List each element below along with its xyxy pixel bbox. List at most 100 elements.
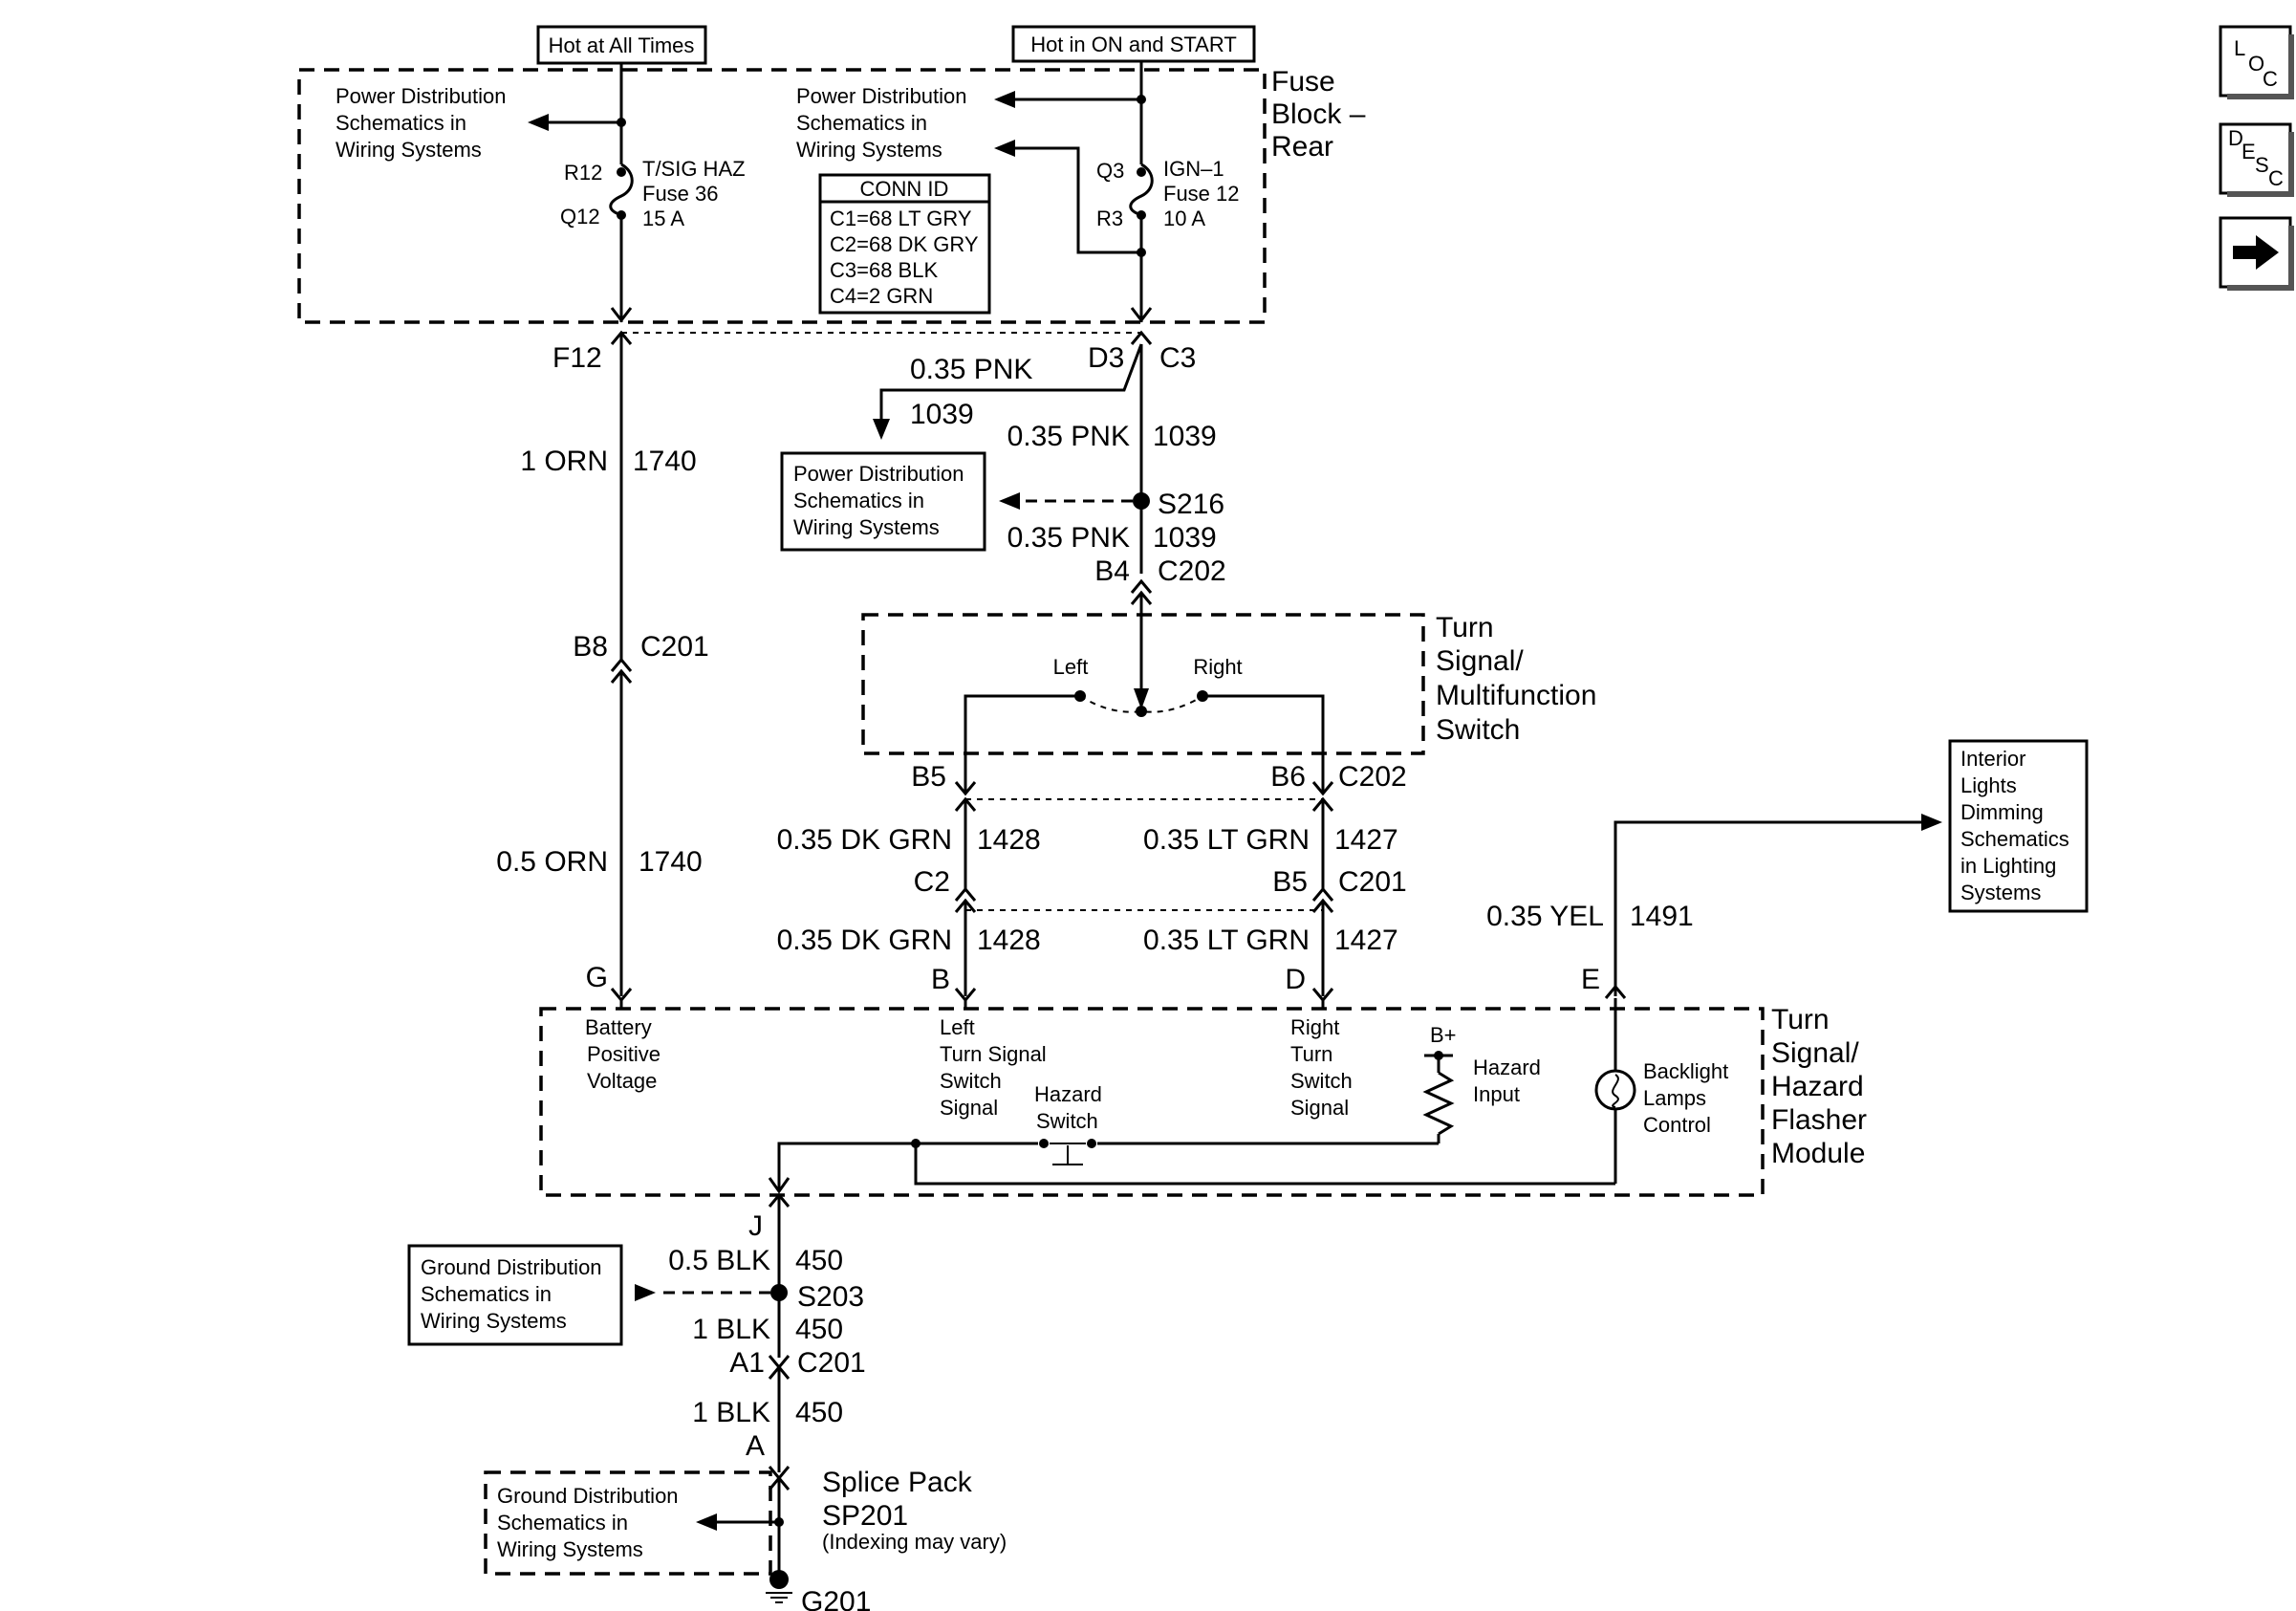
svg-text:1039: 1039 [1153, 522, 1217, 554]
svg-text:Lights: Lights [1960, 773, 2017, 797]
svg-text:S203: S203 [797, 1281, 864, 1313]
arrow-left-icon [994, 140, 1015, 157]
svg-text:1039: 1039 [1153, 421, 1217, 452]
svg-text:C4=2 GRN: C4=2 GRN [830, 284, 933, 308]
arrow-down-icon [1134, 688, 1149, 709]
svg-text:0.5 ORN: 0.5 ORN [496, 846, 608, 878]
svg-text:Turn: Turn [1290, 1042, 1332, 1066]
pin-a1: A1 [729, 1347, 765, 1379]
svg-text:1427: 1427 [1334, 925, 1398, 956]
arrow-left-icon [994, 91, 1015, 108]
svg-text:C2=68 DK GRY: C2=68 DK GRY [830, 232, 979, 256]
svg-text:450: 450 [795, 1397, 843, 1428]
pin-g: G [586, 962, 608, 993]
fuse36-symbol [609, 163, 634, 217]
hot-at-all-times-label: Hot at All Times [536, 25, 707, 65]
connector-c202: C202 [1338, 761, 1407, 793]
svg-text:Fuse: Fuse [1271, 66, 1335, 98]
next-button[interactable] [2219, 216, 2294, 291]
svg-text:Backlight: Backlight [1643, 1059, 1728, 1083]
connector-c201-mid: C201 [1338, 866, 1407, 898]
svg-text:0.35 PNK: 0.35 PNK [1007, 522, 1130, 554]
svg-text:Schematics in: Schematics in [421, 1282, 552, 1306]
svg-text:C1=68 LT GRY: C1=68 LT GRY [830, 207, 972, 230]
fuse12-symbol [1129, 163, 1154, 217]
hot-in-on-start-label: Hot in ON and START [1011, 25, 1256, 63]
splice-s216 [1133, 492, 1150, 510]
svg-text:Switch: Switch [1036, 1109, 1098, 1133]
svg-text:Wiring Systems: Wiring Systems [793, 515, 940, 539]
svg-text:0.35 YEL: 0.35 YEL [1486, 901, 1604, 932]
svg-text:Schematics in: Schematics in [336, 111, 466, 135]
svg-text:Wiring Systems: Wiring Systems [336, 138, 482, 162]
turn-signal-multifunction-switch: Turn Signal/ Multifunction Switch [861, 612, 1596, 755]
hazard-input-label: Hazard Input [1473, 1056, 1541, 1106]
svg-text:1740: 1740 [639, 846, 703, 878]
arrow-right-icon [635, 1284, 656, 1301]
interior-lights-ref-box: Interior Lights Dimming Schematics in Li… [1948, 739, 2089, 913]
svg-text:Positive: Positive [587, 1042, 661, 1066]
pin-a: A [746, 1430, 765, 1462]
svg-text:(Indexing may vary): (Indexing may vary) [822, 1530, 1007, 1554]
svg-text:Schematics in: Schematics in [497, 1511, 628, 1535]
connector-c202-top: C202 [1158, 555, 1226, 587]
svg-text:1491: 1491 [1630, 901, 1694, 932]
loc-button[interactable]: L O C [2219, 25, 2294, 99]
pin-b5-switch: B5 [911, 761, 946, 793]
svg-text:Ground Distribution: Ground Distribution [497, 1484, 679, 1508]
svg-text:Power Distribution: Power Distribution [796, 84, 967, 108]
pd-schematic-ref-box: Power Distribution Schematics in Wiring … [780, 451, 986, 552]
svg-text:Voltage: Voltage [587, 1069, 657, 1093]
fuse36-pin-r12: R12 [564, 161, 602, 185]
svg-text:Battery: Battery [585, 1015, 652, 1039]
svg-text:1427: 1427 [1334, 824, 1398, 856]
arrow-left-icon [528, 114, 549, 131]
fuse12-pin-r3: R3 [1096, 207, 1123, 230]
pd-right-reference: Power Distribution Schematics in Wiring … [796, 84, 967, 162]
svg-text:Wiring Systems: Wiring Systems [497, 1537, 643, 1561]
svg-text:450: 450 [795, 1314, 843, 1345]
turn-signal-hazard-flasher-module: Turn Signal/ Hazard Flasher Module [539, 1004, 1867, 1197]
svg-text:S: S [2255, 153, 2269, 177]
connector-f12-arrow [610, 307, 633, 323]
fuse36-pin-q12: Q12 [560, 205, 600, 229]
ground-distribution-ref-box: Ground Distribution Schematics in Wiring… [407, 1244, 623, 1346]
svg-text:G201: G201 [801, 1586, 871, 1611]
wire-gauge-pnk-branch: 0.35 PNK [910, 354, 1032, 385]
svg-text:0.5 BLK: 0.5 BLK [668, 1245, 770, 1276]
right-turn-signal-label: Right Turn Switch Signal [1290, 1015, 1353, 1120]
left-turn-signal-label: Left Turn Signal Switch Signal [940, 1015, 1047, 1120]
fuse36-rating: 15 A [642, 207, 684, 230]
svg-text:Schematics: Schematics [1960, 827, 2069, 851]
svg-text:Splice Pack: Splice Pack [822, 1467, 973, 1498]
fuse12-pin-q3: Q3 [1096, 159, 1124, 183]
pin-j: J [748, 1210, 763, 1242]
svg-text:Systems: Systems [1960, 881, 2041, 904]
svg-text:1428: 1428 [977, 824, 1041, 856]
connector-c3: C3 [1159, 342, 1196, 374]
desc-button[interactable]: D E S C [2219, 122, 2294, 197]
fuse12-label: Fuse 12 [1163, 182, 1240, 206]
svg-text:CONN ID: CONN ID [860, 177, 949, 201]
svg-text:Left: Left [940, 1015, 975, 1039]
arrow-left-icon [696, 1513, 717, 1531]
connector-c201-ground: C201 [797, 1347, 866, 1379]
arrow-left-icon [999, 492, 1020, 510]
wire-1491-yel [1614, 820, 1921, 996]
svg-text:Hot in ON and START: Hot in ON and START [1030, 33, 1237, 56]
svg-text:Hazard: Hazard [1473, 1056, 1541, 1079]
svg-text:Switch: Switch [940, 1069, 1002, 1093]
svg-text:Right: Right [1193, 655, 1242, 679]
arrow-down-icon [873, 419, 890, 440]
wire-circuit-1039-branch: 1039 [910, 399, 974, 430]
svg-text:Module: Module [1771, 1138, 1865, 1169]
svg-text:0.35 PNK: 0.35 PNK [1007, 421, 1130, 452]
svg-text:Power Distribution: Power Distribution [793, 462, 964, 486]
wire-1039-branch [879, 343, 1143, 421]
svg-text:C: C [2263, 67, 2278, 91]
svg-text:0.35 LT GRN: 0.35 LT GRN [1143, 925, 1310, 956]
svg-text:Input: Input [1473, 1082, 1520, 1106]
svg-text:Signal/: Signal/ [1771, 1037, 1859, 1069]
svg-text:1 BLK: 1 BLK [692, 1314, 770, 1345]
